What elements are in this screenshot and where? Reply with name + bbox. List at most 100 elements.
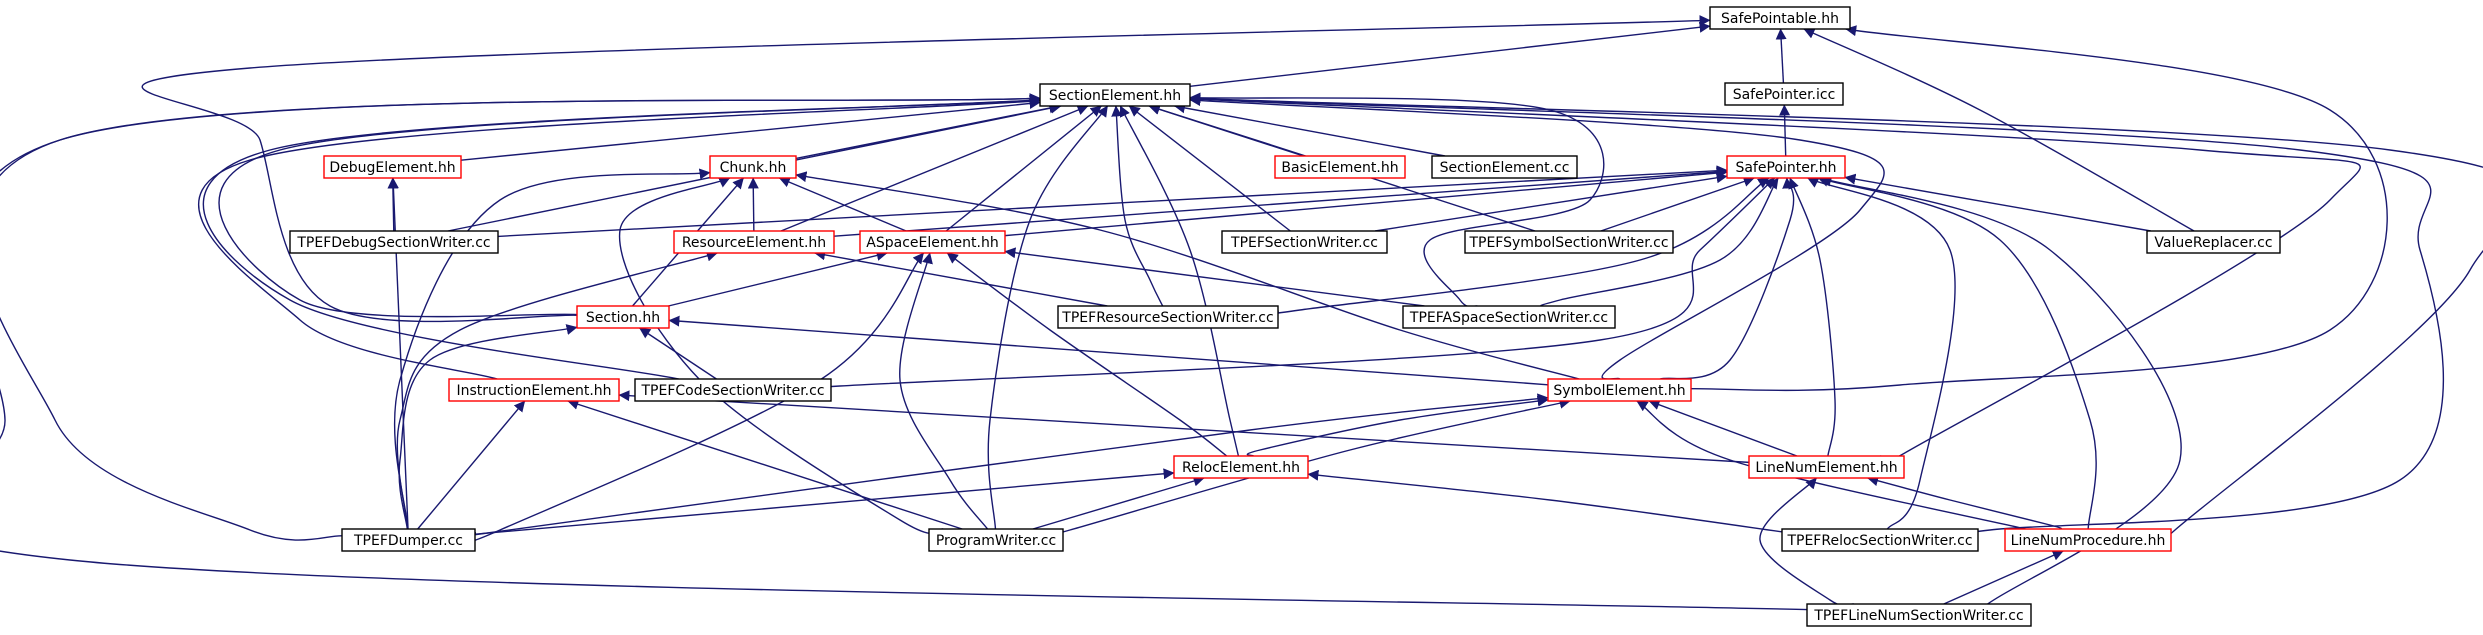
node-label: TPEFASpaceSectionWriter.cc: [1409, 310, 1608, 326]
edge-relocelement-includes-symbolelement: [1246, 395, 1549, 457]
node-linenumelement[interactable]: LineNumElement.hh: [1748, 455, 1905, 479]
node-label: ValueReplacer.cc: [2154, 235, 2272, 251]
edge-linenumprocedure-includes-sectionelement: [1189, 93, 2483, 551]
edge-sectionelementcc-includes-sectionelement: [1173, 102, 1446, 157]
edge-symbolelement-includes-chunk: [795, 171, 1580, 380]
node-box: [1724, 82, 1844, 106]
edge-tpefdumper-includes-chunk: [393, 168, 711, 530]
node-sectionhh[interactable]: Section.hh: [576, 305, 670, 329]
node-basicelement[interactable]: BasicElement.hh: [1274, 155, 1406, 179]
node-label: TPEFSymbolSectionWriter.cc: [1468, 235, 1668, 251]
node-label: LineNumElement.hh: [1755, 460, 1897, 476]
node-box: [2004, 528, 2172, 552]
node-sectionelement[interactable]: SectionElement.hh: [1039, 83, 1191, 107]
node-tpefdumper[interactable]: TPEFDumper.cc: [341, 528, 476, 552]
node-label: SymbolElement.hh: [1553, 383, 1685, 399]
node-label: LineNumProcedure.hh: [2011, 533, 2166, 549]
node-label: Chunk.hh: [720, 160, 787, 176]
node-relocelement[interactable]: RelocElement.hh: [1173, 455, 1309, 479]
node-symbolelement[interactable]: SymbolElement.hh: [1547, 378, 1692, 402]
node-box: [289, 230, 499, 254]
edge-tpefreloc-includes-relocelement: [1307, 469, 1807, 536]
edge-tpefaspace-includes-aspaceelement: [1004, 247, 1425, 307]
node-sectionelementcc[interactable]: SectionElement.cc: [1431, 155, 1578, 179]
node-safepointericc[interactable]: SafePointer.icc: [1724, 82, 1844, 106]
edge-tpefsymbol-includes-safepointerhh: [1600, 176, 1755, 232]
node-label: Section.hh: [586, 310, 660, 326]
node-tpefaspace[interactable]: TPEFASpaceSectionWriter.cc: [1402, 305, 1616, 329]
node-instructionelement[interactable]: InstructionElement.hh: [448, 378, 620, 402]
edge-tpefresource-includes-sectionelement: [1111, 105, 1164, 307]
node-label: BasicElement.hh: [1281, 160, 1398, 176]
node-box: [1748, 455, 1905, 479]
node-label: InstructionElement.hh: [456, 383, 611, 399]
node-box: [859, 230, 1006, 254]
node-tpefcode[interactable]: TPEFCodeSectionWriter.cc: [634, 378, 832, 402]
node-box: [1057, 305, 1279, 329]
node-valuereplacer[interactable]: ValueReplacer.cc: [2146, 230, 2281, 254]
node-box: [1431, 155, 1578, 179]
node-label: RelocElement.hh: [1182, 460, 1300, 476]
edge-tpefdumper-includes-symbolelement: [420, 393, 1549, 543]
edge-sectionhh-includes-aspaceelement: [668, 250, 888, 307]
node-label: ResourceElement.hh: [682, 235, 826, 251]
node-label: TPEFDumper.cc: [353, 533, 463, 549]
edge-symbolelement-includes-safepointerhh: [1659, 177, 1795, 380]
edge-symbolelement-includes-sectionelement: [1189, 95, 1885, 380]
edge-tpefdumper-includes-sectionhh: [398, 324, 578, 530]
node-box: [1547, 378, 1692, 402]
node-label: SafePointer.hh: [1735, 160, 1836, 176]
edge-symbolelement-includes-sectionhh: [668, 315, 1549, 386]
edge-safepointerhh-includes-safepointericc: [1779, 104, 1791, 157]
edge-programwriter-includes-instructionelement: [567, 398, 963, 530]
edge-valuereplacer-includes-safepointerhh: [1844, 173, 2151, 232]
node-box: [1781, 528, 1979, 552]
node-label: SafePointable.hh: [1721, 11, 1839, 27]
edge-resourceelement-includes-safepointerhh: [833, 166, 1728, 237]
edge-tpefsection-includes-sectionelement: [1128, 105, 1291, 232]
node-safepointerhh[interactable]: SafePointer.hh: [1726, 155, 1846, 179]
dependency-edges: [0, 15, 2483, 621]
node-aspaceelement[interactable]: ASpaceElement.hh: [859, 230, 1006, 254]
node-debugelement[interactable]: DebugElement.hh: [323, 155, 462, 179]
node-box: [1464, 230, 1674, 254]
node-tpefdebug[interactable]: TPEFDebugSectionWriter.cc: [289, 230, 499, 254]
node-tpefsymbol[interactable]: TPEFSymbolSectionWriter.cc: [1464, 230, 1674, 254]
node-resourceelement[interactable]: ResourceElement.hh: [673, 230, 835, 254]
node-box: [709, 155, 797, 179]
node-tpeflinenum[interactable]: TPEFLineNumSectionWriter.cc: [1806, 603, 2032, 627]
edge-tpefaspace-includes-sectionelement: [1189, 92, 1605, 308]
node-box: [928, 528, 1064, 552]
node-label: SectionElement.hh: [1049, 88, 1181, 104]
edge-linenumprocedure-includes-linenumelement: [1867, 475, 2063, 530]
edge-linenumelement-includes-sectionelement: [1189, 93, 2361, 472]
node-label: TPEFSectionWriter.cc: [1230, 235, 1378, 251]
node-programwriter[interactable]: ProgramWriter.cc: [928, 528, 1064, 552]
edge-tpefsection-includes-safepointerhh: [1375, 172, 1728, 232]
node-tpefresource[interactable]: TPEFResourceSectionWriter.cc: [1057, 305, 1279, 329]
node-box: [576, 305, 670, 329]
edge-relocelement-includes-sectionelement: [1119, 105, 1240, 457]
node-tpefsection[interactable]: TPEFSectionWriter.cc: [1221, 230, 1388, 254]
node-label: TPEFLineNumSectionWriter.cc: [1813, 608, 2023, 624]
edge-tpefreloc-includes-safepointerhh: [1807, 177, 1956, 530]
node-chunk[interactable]: Chunk.hh: [709, 155, 797, 179]
node-linenumprocedure[interactable]: LineNumProcedure.hh: [2004, 528, 2172, 552]
edge-linenumprocedure-includes-safepointerhh: [1817, 176, 2097, 530]
edge-resourceelement-includes-sectionelement: [780, 104, 1089, 232]
node-box: [1221, 230, 1388, 254]
edge-linenumelement-includes-instructionelement: [618, 390, 1750, 464]
edge-programwriter-includes-relocelement: [1032, 475, 1205, 530]
edge-safepointericc-includes-safepointable: [1775, 28, 1787, 84]
node-box: [634, 378, 832, 402]
node-label: TPEFCodeSectionWriter.cc: [640, 383, 824, 399]
edge-aspaceelement-includes-chunk: [778, 176, 907, 232]
edge-tpefresource-includes-resourceelement: [814, 249, 1108, 307]
edge-valuereplacer-includes-safepointable: [1803, 28, 2195, 232]
node-box: [448, 378, 620, 402]
node-tpefreloc[interactable]: TPEFRelocSectionWriter.cc: [1781, 528, 1979, 552]
edge-tpefcode-includes-safepointerhh: [780, 177, 1776, 391]
node-box: [673, 230, 835, 254]
